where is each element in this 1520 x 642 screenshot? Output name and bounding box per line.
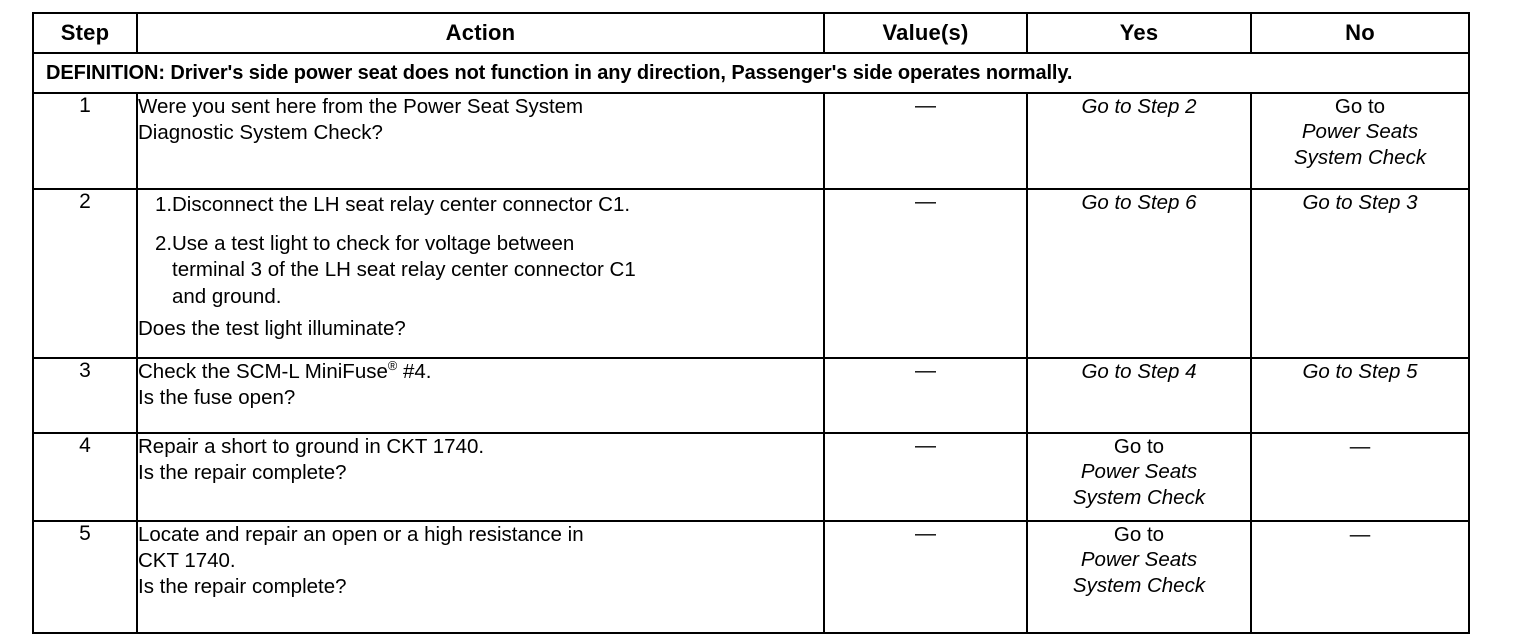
list-text-line: and ground. [172,284,282,308]
yes-cell: Go to Step 4 [1026,357,1252,434]
action-line: Locate and repair an open or a high resi… [138,523,584,546]
action-line: Were you sent here from the Power Seat S… [138,95,584,118]
table-row: 2 1. Disconnect the LH seat relay center… [32,188,1470,359]
action-cell: Locate and repair an open or a high resi… [136,520,825,634]
list-text-line: Use a test light to check for voltage be… [172,232,575,256]
yes-cell: Go to Step 2 [1026,92,1252,190]
table-header-row: Step Action Value(s) Yes No [32,12,1470,54]
header-no: No [1250,12,1470,54]
action-question: Is the fuse open? [138,386,296,410]
no-cell: — [1250,520,1470,634]
action-line: Repair a short to ground in CKT 1740. [138,435,485,458]
value-cell: — [823,432,1028,522]
action-line: Diagnostic System Check? [138,121,383,145]
table-row: 4 Repair a short to ground in CKT 1740. … [32,432,1470,522]
value-cell: — [823,92,1028,190]
yes-branch-italic-1: Power Seats [1080,460,1198,484]
definition-row: DEFINITION: Driver's side power seat doe… [32,52,1470,94]
no-branch-italic: Go to Step 5 [1302,360,1418,383]
yes-branch-italic-2: System Check [1072,485,1206,509]
action-numbered-list: 1. Disconnect the LH seat relay center c… [138,192,823,310]
yes-branch-prefix: Go to [1113,523,1165,546]
table-row: 5 Locate and repair an open or a high re… [32,520,1470,634]
yes-branch-italic: Go to Step 4 [1081,360,1197,383]
action-question: Is the repair complete? [138,461,347,485]
list-item: 2. Use a test light to check for voltage… [138,231,823,310]
step-number: 2 [32,188,138,359]
action-line: CKT 1740. [138,549,236,573]
yes-branch-italic-1: Power Seats [1080,548,1198,572]
action-cell: Check the SCM-L MiniFuse® #4. Is the fus… [136,357,825,434]
list-text-line: terminal 3 of the LH seat relay center c… [172,258,636,282]
yes-branch-italic: Go to Step 6 [1081,191,1197,214]
action-question: Does the test light illuminate? [138,316,406,340]
header-action: Action [136,12,825,54]
action-question: Is the repair complete? [138,575,347,599]
registered-trademark-icon: ® [387,358,398,374]
action-line: Check the SCM-L MiniFuse® #4. [138,359,823,385]
action-line-text: Check the SCM-L MiniFuse [138,360,388,383]
table-row: 3 Check the SCM-L MiniFuse® #4. Is the f… [32,357,1470,434]
no-branch-italic-1: Power Seats [1301,120,1419,144]
step-number: 3 [32,357,138,434]
list-item: 1. Disconnect the LH seat relay center c… [138,192,823,218]
list-text: Use a test light to check for voltage be… [172,231,823,310]
definition-text: DEFINITION: Driver's side power seat doe… [32,52,1470,94]
table-row: 1 Were you sent here from the Power Seat… [32,92,1470,190]
yes-cell: Go to Power Seats System Check [1026,520,1252,634]
yes-branch-italic: Go to Step 2 [1081,95,1197,118]
no-branch-italic-2: System Check [1293,145,1427,169]
no-cell: — [1250,432,1470,522]
list-text: Disconnect the LH seat relay center conn… [172,193,631,216]
no-cell: Go to Step 5 [1250,357,1470,434]
action-cell: Repair a short to ground in CKT 1740. Is… [136,432,825,522]
yes-cell: Go to Power Seats System Check [1026,432,1252,522]
action-cell: Were you sent here from the Power Seat S… [136,92,825,190]
no-cell: Go to Power Seats System Check [1250,92,1470,190]
no-cell: Go to Step 3 [1250,188,1470,359]
yes-branch-italic-2: System Check [1072,573,1206,597]
yes-cell: Go to Step 6 [1026,188,1252,359]
header-yes: Yes [1026,12,1252,54]
header-step: Step [32,12,138,54]
step-number: 1 [32,92,138,190]
step-number: 4 [32,432,138,522]
value-cell: — [823,188,1028,359]
list-number: 1. [155,193,173,216]
value-cell: — [823,520,1028,634]
no-branch-italic: Go to Step 3 [1302,191,1418,214]
diagnostic-step-table: Step Action Value(s) Yes No DEFINITION: … [32,12,1470,634]
list-number: 2. [155,232,173,256]
yes-branch-prefix: Go to [1113,435,1165,458]
step-number: 5 [32,520,138,634]
action-line-suffix: #4. [397,360,432,383]
no-branch-prefix: Go to [1334,95,1386,118]
value-cell: — [823,357,1028,434]
header-value: Value(s) [823,12,1028,54]
action-cell: 1. Disconnect the LH seat relay center c… [136,188,825,359]
